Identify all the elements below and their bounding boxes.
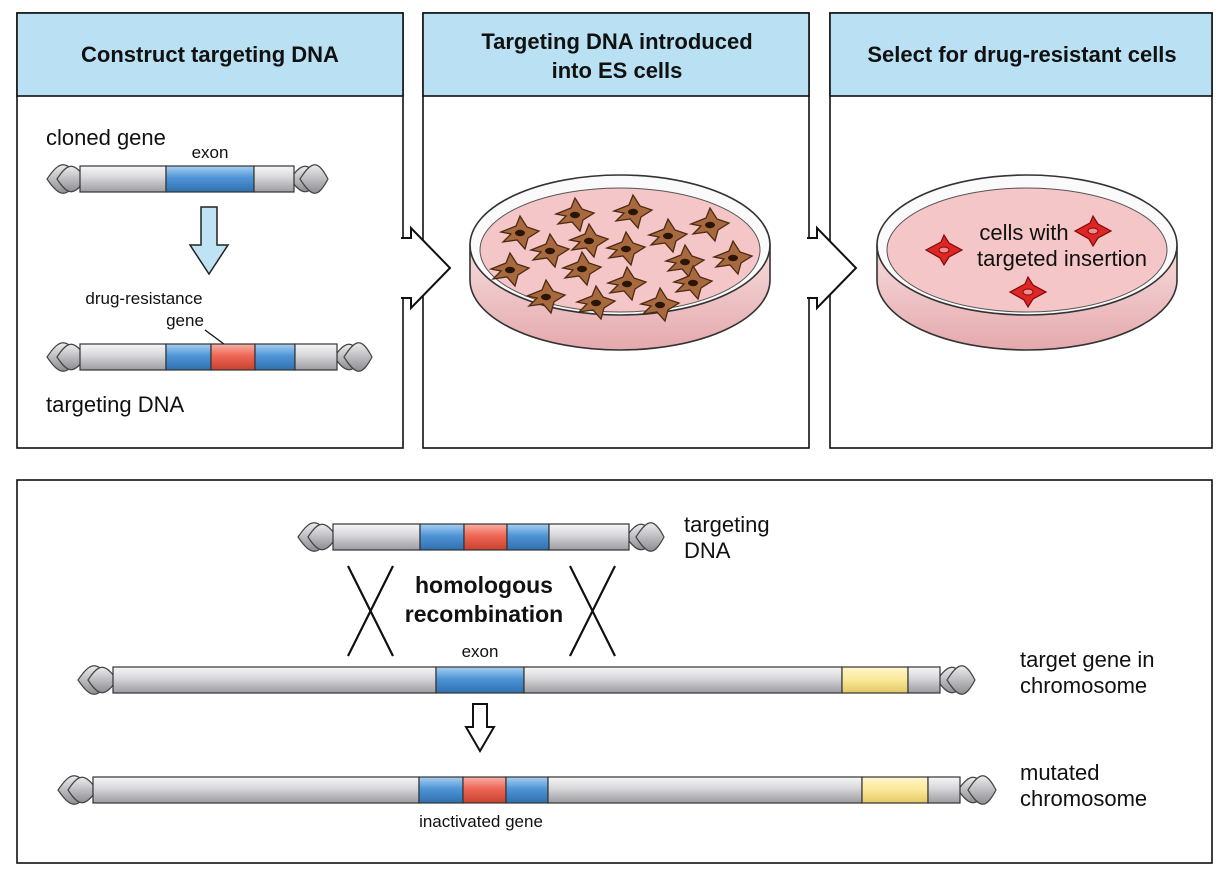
cells-label-line2: targeted insertion	[977, 246, 1147, 271]
cloned-gene-label: cloned gene	[46, 125, 166, 150]
panel-introduce-title-line2: into ES cells	[552, 58, 683, 83]
panel-construct: Construct targeting DNA	[16, 12, 404, 449]
target-gene-chromosome	[77, 665, 976, 695]
crossover-icon	[347, 565, 394, 657]
bottom-targeting-dna	[297, 522, 665, 552]
cloned-gene-dna	[46, 164, 329, 194]
dna-helix-icon	[57, 775, 997, 805]
homologous-label-line1: homologous	[415, 572, 553, 598]
panel-introduce-header	[422, 12, 810, 97]
exon-segment	[165, 165, 255, 193]
dna-helix-icon	[46, 164, 329, 194]
target-gene-label-line2: chromosome	[1020, 673, 1147, 698]
inactivated-gene-label: inactivated gene	[419, 812, 543, 831]
arrow-down-icon	[188, 206, 230, 276]
exon-label: exon	[192, 143, 229, 162]
drug-resistance-label-line1: drug-resistance	[85, 289, 202, 308]
panel-select-header	[829, 12, 1213, 97]
arrow-right-icon	[807, 225, 858, 311]
bottom-targeting-dna-label-line2: DNA	[684, 538, 731, 563]
mutated-label-line1: mutated	[1020, 760, 1100, 785]
homologous-label-line2: recombination	[405, 601, 563, 627]
dna-helix-icon	[77, 665, 976, 695]
crossover-icon	[569, 565, 616, 657]
cells-label-line1: cells with	[979, 220, 1068, 245]
arrow-right-icon	[401, 225, 452, 311]
petri-dish-selected: cells with targeted insertion	[876, 174, 1178, 351]
mutated-label-line2: chromosome	[1020, 786, 1147, 811]
petri-dish-es-cells	[469, 174, 771, 351]
drug-resistance-label-line2: gene	[166, 311, 204, 330]
arrow-down-icon	[464, 703, 496, 753]
panel-construct-title: Construct targeting DNA	[81, 42, 339, 67]
targeting-dna-construct	[46, 342, 373, 372]
drug-resistance-segment	[210, 343, 256, 371]
targeting-dna-label: targeting DNA	[46, 392, 185, 417]
panel-construct-header	[16, 12, 404, 97]
bottom-targeting-dna-label-line1: targeting	[684, 512, 770, 537]
panel-select-title: Select for drug-resistant cells	[867, 42, 1176, 67]
mutated-chromosome	[57, 775, 997, 805]
bottom-exon-label: exon	[462, 642, 499, 661]
dna-helix-icon	[297, 522, 665, 552]
dna-helix-icon	[46, 342, 373, 372]
panel-introduce-title-line1: Targeting DNA introduced	[481, 29, 752, 54]
target-gene-label-line1: target gene in	[1020, 647, 1155, 672]
